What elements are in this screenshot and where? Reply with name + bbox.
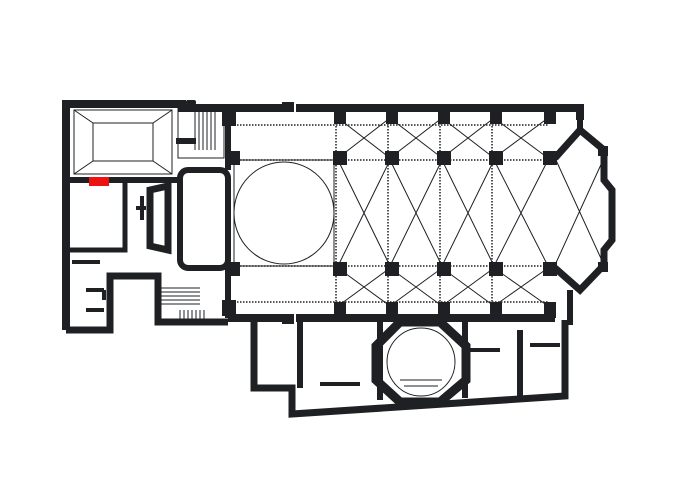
piers: [222, 110, 557, 318]
stairs-bottom: [160, 287, 205, 322]
window-marks: [80, 100, 196, 105]
nave: [222, 102, 584, 324]
highlight-marker: [89, 177, 109, 186]
dome-crossing: [233, 159, 335, 267]
octagonal-chapel: [371, 317, 471, 407]
choir: [552, 104, 616, 325]
stairs-top: [176, 107, 225, 159]
hipped-roof-room: [73, 109, 173, 175]
left-wing: [62, 100, 231, 334]
vaults: [337, 117, 549, 307]
